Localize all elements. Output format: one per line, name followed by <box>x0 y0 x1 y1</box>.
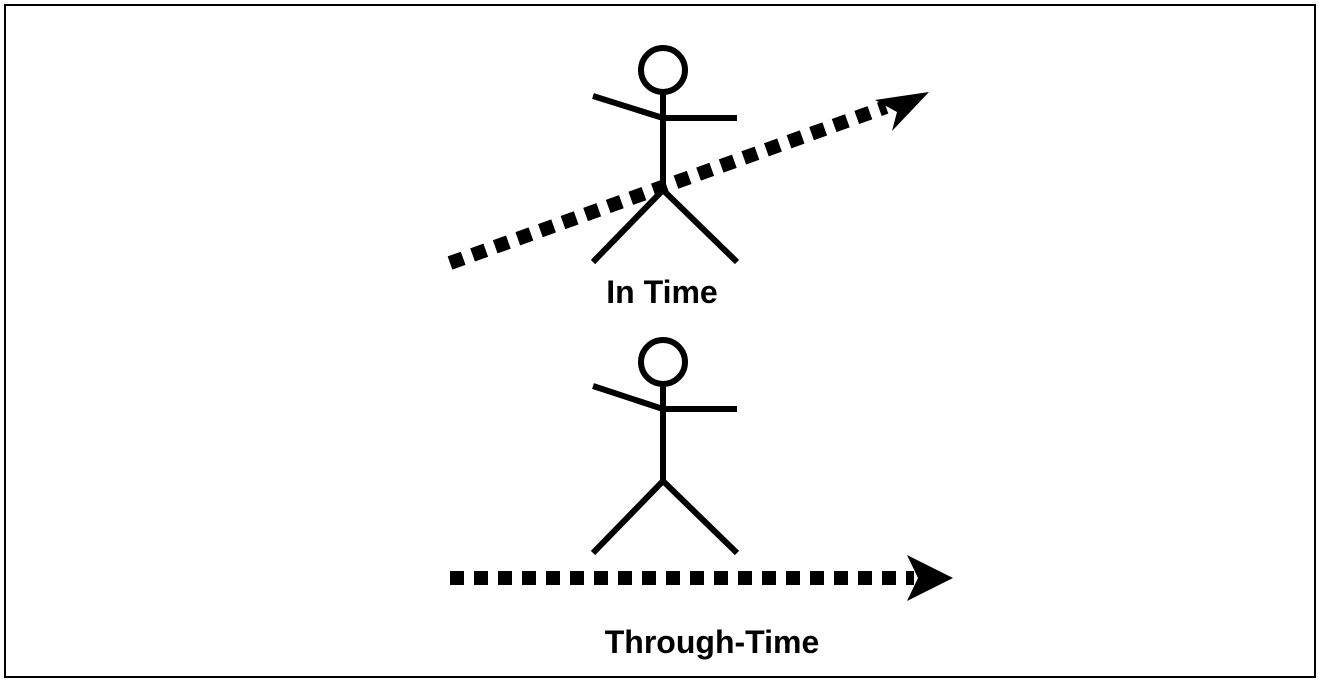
stick-figure-right-leg <box>663 190 737 262</box>
in-time-caption: In Time <box>606 274 717 310</box>
stick-figure-bottom <box>593 340 737 553</box>
stick-figure-left-arm <box>593 96 663 118</box>
stick-figure-left-leg <box>593 481 663 553</box>
horizontal-time-arrow <box>450 555 953 601</box>
in-time-figure: In Time <box>450 48 929 310</box>
stick-figure-left-arm <box>593 386 663 409</box>
stick-figure-head <box>641 48 685 92</box>
stick-figure-right-leg <box>663 481 737 553</box>
through-time-caption: Through-Time <box>605 624 820 660</box>
stick-figure-top <box>593 48 737 262</box>
stick-figure-left-leg <box>593 190 663 262</box>
diagonal-arrow-shaft <box>450 107 886 263</box>
stick-figure-head <box>641 340 685 384</box>
through-time-figure: Through-Time <box>450 340 953 660</box>
